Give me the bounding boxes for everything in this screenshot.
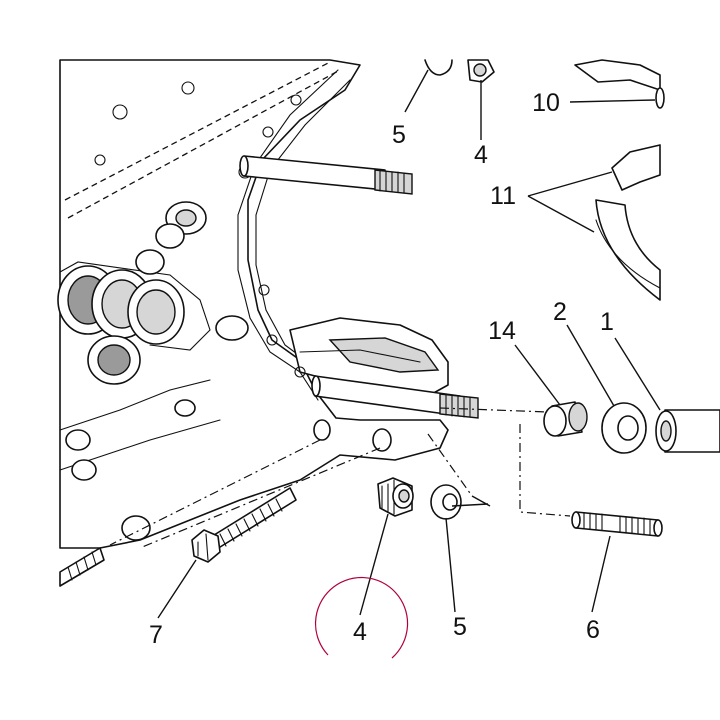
callout-14: 14 bbox=[488, 317, 516, 345]
callout-6: 6 bbox=[586, 616, 600, 644]
callout-5-top: 5 bbox=[392, 121, 406, 149]
part-10-fitting bbox=[574, 59, 665, 109]
callout-5-bottom: 5 bbox=[453, 613, 467, 641]
part-2-washer bbox=[601, 402, 647, 454]
callout-1: 1 bbox=[600, 308, 614, 336]
part-6-stud bbox=[571, 511, 663, 537]
leader-lines bbox=[157, 69, 661, 619]
callout-11: 11 bbox=[490, 182, 516, 210]
left-stud bbox=[59, 547, 105, 587]
part-11-half-shells bbox=[595, 144, 661, 301]
upper-long-stud bbox=[239, 155, 413, 195]
highlight-circle bbox=[314, 576, 409, 659]
bottom-washer bbox=[430, 484, 462, 520]
part-7-bolt bbox=[191, 487, 297, 563]
crankcase-bores bbox=[57, 261, 221, 471]
assembly-lines bbox=[109, 407, 571, 549]
clutch-stud bbox=[311, 375, 479, 419]
top-nut-and-washer bbox=[424, 59, 495, 83]
part-1-nut bbox=[655, 409, 720, 453]
engine-crankcase bbox=[59, 59, 449, 549]
case-bosses bbox=[65, 81, 392, 541]
callout-2: 2 bbox=[553, 298, 567, 326]
callout-labels: 5 4 10 11 14 2 1 7 4 5 6 bbox=[149, 89, 614, 649]
callout-4-bottom: 4 bbox=[353, 618, 367, 646]
callout-4-top: 4 bbox=[474, 141, 488, 169]
callout-10: 10 bbox=[532, 89, 560, 117]
bottom-nut bbox=[377, 477, 414, 517]
part-14-spacer bbox=[543, 401, 588, 437]
callout-7: 7 bbox=[149, 621, 163, 649]
